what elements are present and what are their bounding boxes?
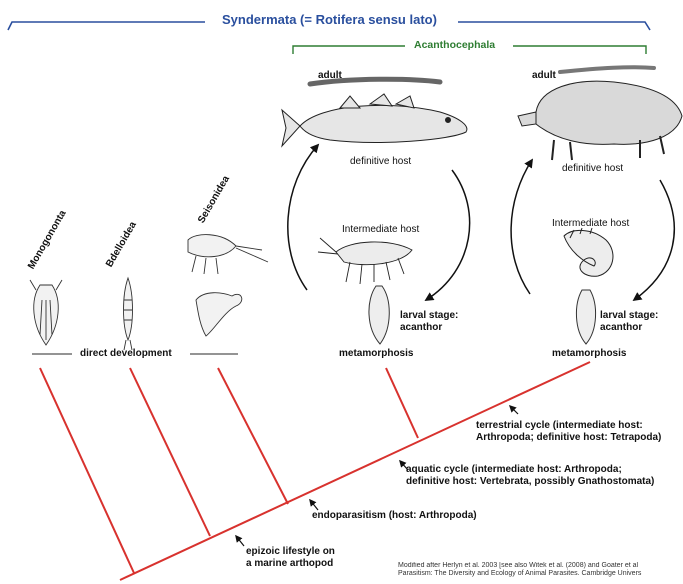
terrestrial-arrow [510, 406, 518, 414]
branch-seisonidea [218, 368, 288, 504]
fish-larval-stage-label: larval stage: acanthor [400, 310, 458, 333]
syndermata-label: Syndermata (= Rotifera sensu lato) [222, 13, 437, 28]
boar-definitive-host-label: definitive host [562, 163, 623, 175]
life-cycle-boar [511, 160, 674, 300]
fish-intermediate-host-label: Intermediate host [342, 224, 419, 236]
epizoic-arrow [236, 536, 244, 546]
amphipod-illustration [318, 238, 412, 284]
grub-illustration [564, 228, 613, 276]
adult-worm-boar-illustration [560, 67, 654, 72]
bdelloidea-illustration [124, 278, 133, 350]
boar-larval-stage-label: larval stage: acanthor [600, 310, 658, 333]
aquatic-cycle-label: aquatic cycle (intermediate host: Arthro… [406, 464, 654, 487]
boar-intermediate-host-label: Intermediate host [552, 218, 629, 230]
branch-monogononta [40, 368, 134, 573]
acanthocephala-label: Acanthocephala [414, 39, 495, 51]
life-cycle-fish [288, 145, 470, 300]
fish-illustration [282, 94, 467, 146]
boar-metamorphosis-label: metamorphosis [552, 348, 626, 360]
branch-acanthocephala-fish [386, 368, 418, 438]
direct-development-label: direct development [80, 348, 172, 360]
boar-illustration [518, 81, 682, 160]
endoparasitism-arrow [310, 500, 318, 510]
acanthor-larva-boar-illustration [576, 290, 595, 344]
boar-adult-label: adult [532, 70, 556, 82]
source-credit: Modified after Herlyn et al. 2003 [see a… [398, 562, 683, 578]
endoparasitism-label: endoparasitism (host: Arthropoda) [312, 510, 477, 522]
branch-bdelloidea [130, 368, 210, 536]
epizoic-lifestyle-label: epizoic lifestyle on a marine arthopod [246, 546, 335, 569]
acanthor-larva-fish-illustration [369, 286, 389, 344]
fish-definitive-host-label: definitive host [350, 156, 411, 168]
monogononta-illustration [30, 280, 62, 345]
seisonidea-illustration [188, 235, 268, 336]
terrestrial-cycle-label: terrestrial cycle (intermediate host: Ar… [476, 420, 661, 443]
fish-metamorphosis-label: metamorphosis [339, 348, 413, 360]
fish-adult-label: adult [318, 70, 342, 82]
